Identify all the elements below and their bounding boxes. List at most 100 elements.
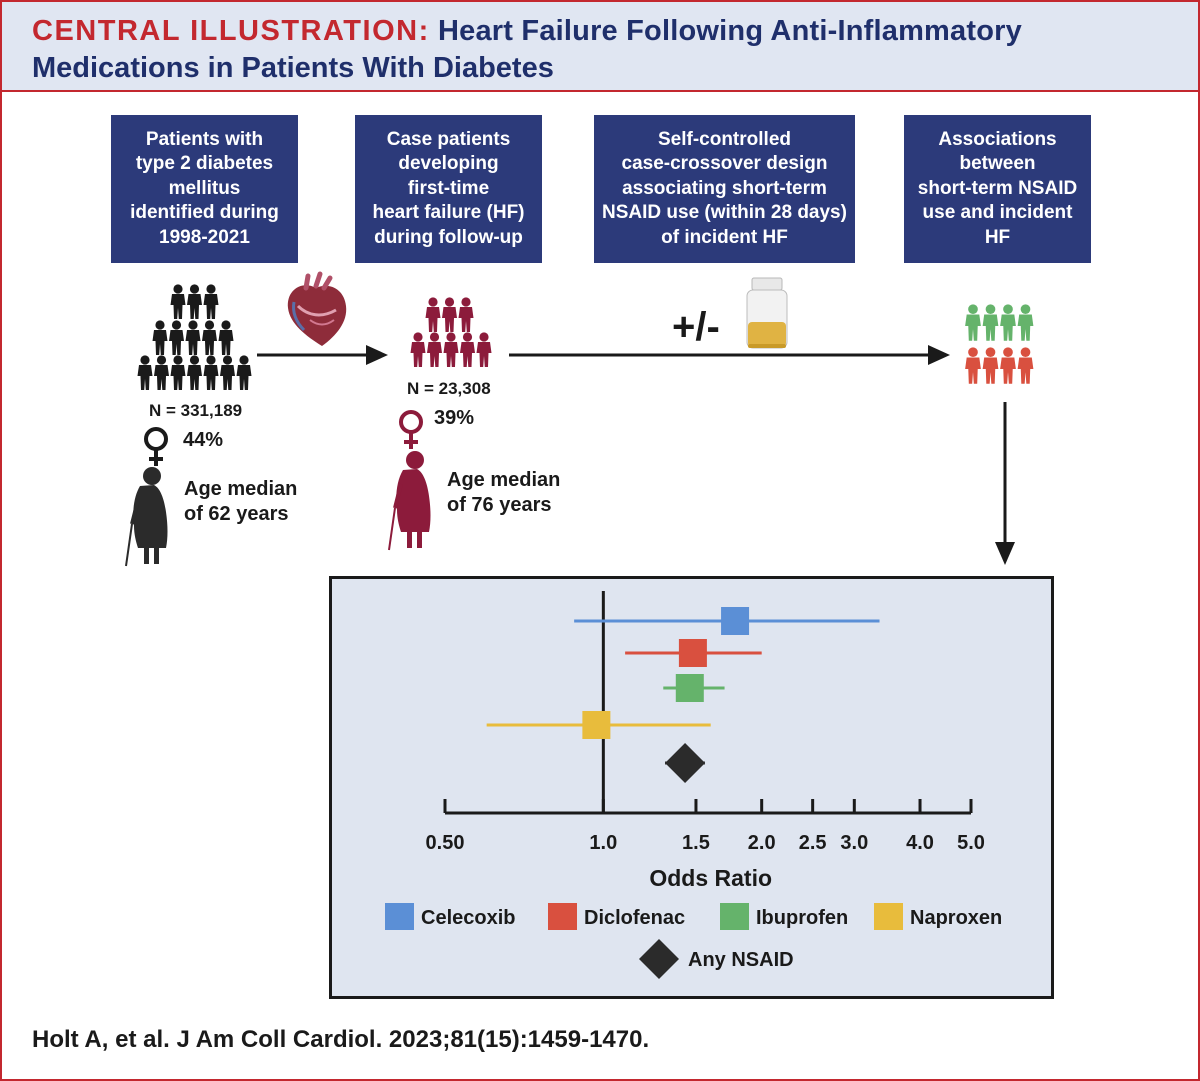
age-line: of 62 years: [184, 503, 289, 525]
step-line: developing: [398, 153, 499, 175]
estimate-marker-diclofenac: [678, 639, 707, 667]
person-icon: [169, 320, 184, 355]
title-line-1: CENTRAL ILLUSTRATION: Heart Failure Foll…: [32, 15, 1022, 48]
person-icon: [458, 297, 474, 332]
legend-label: Ibuprofen: [756, 907, 848, 929]
person-icon: [1017, 347, 1034, 384]
person-icon: [185, 320, 201, 355]
step-line: Case patients: [386, 128, 511, 150]
person-icon: [425, 297, 441, 332]
person-icon: [443, 332, 459, 367]
step-line: during follow-up: [374, 226, 523, 248]
person-icon: [1017, 304, 1034, 341]
person-icon: [442, 297, 457, 332]
exposure-plus-minus-label: +/-: [672, 305, 720, 349]
elderly-woman-icon: [388, 451, 431, 551]
cohort-people-icon: [137, 284, 252, 390]
step-line: use and incident: [922, 202, 1073, 224]
cases-female-percent: 39%: [434, 407, 475, 429]
legend-label: Any NSAID: [688, 949, 794, 971]
age-line: Age median: [184, 478, 298, 500]
age-line: of 76 years: [447, 494, 552, 516]
step-line: 1998-2021: [159, 226, 250, 248]
cohort-count: N = 331,189: [149, 401, 243, 420]
step-line: short-term NSAID: [917, 177, 1078, 199]
estimate-marker-any-nsaid: [665, 743, 706, 783]
step-line: first-time: [407, 177, 490, 199]
legend-label: Naproxen: [910, 907, 1002, 929]
person-icon: [187, 284, 202, 319]
person-icon: [203, 355, 219, 390]
step-line: identified during: [130, 202, 279, 224]
legend-swatch-ibuprofen: [720, 903, 749, 930]
person-icon: [218, 320, 234, 355]
person-icon: [1000, 304, 1016, 341]
person-icon: [187, 355, 202, 390]
elderly-woman-icon: [125, 467, 168, 567]
estimate-marker-naproxen: [582, 711, 611, 739]
title-text-1: Heart Failure Following Anti-Inflammator…: [438, 15, 1022, 47]
x-tick-label: 3.0: [840, 832, 868, 854]
person-icon: [152, 320, 168, 355]
female-symbol-icon: [399, 410, 423, 449]
cases-count: N = 23,308: [407, 379, 491, 398]
person-icon: [982, 304, 999, 341]
person-icon: [982, 347, 999, 384]
citation: Holt A, et al. J Am Coll Cardiol. 2023;8…: [32, 1026, 650, 1053]
legend-swatch-naproxen: [874, 903, 903, 930]
person-icon: [137, 355, 153, 390]
person-icon: [427, 332, 442, 367]
arrow-cases-to-associations: [509, 345, 950, 365]
person-icon: [965, 347, 981, 384]
arrow-down-to-forest: [995, 402, 1015, 565]
legend-swatch-celecoxib: [385, 903, 414, 930]
person-icon: [236, 355, 252, 390]
cohort-female-percent: 44%: [183, 429, 224, 451]
person-icon: [476, 332, 492, 367]
person-icon: [170, 284, 186, 319]
person-icon: [202, 320, 217, 355]
x-tick-label: 2.0: [748, 832, 776, 854]
estimate-marker-ibuprofen: [675, 674, 704, 702]
x-tick-label: 1.5: [682, 832, 710, 854]
heart-icon: [287, 271, 347, 346]
female-symbol-icon: [144, 427, 168, 466]
step-line: Self-controlled: [657, 128, 791, 150]
person-icon: [965, 304, 981, 341]
central-illustration-label: CENTRAL ILLUSTRATION:: [32, 15, 430, 47]
step-line: case-crossover design: [621, 153, 828, 175]
medicine-bottle-icon: [746, 277, 788, 349]
legend-label: Celecoxib: [421, 907, 515, 929]
step-line: Associations: [938, 128, 1057, 150]
step-line: NSAID use (within 28 days): [602, 202, 847, 224]
step-line: heart failure (HF): [372, 202, 525, 224]
legend-swatch-any-nsaid: [639, 939, 679, 979]
person-icon: [220, 355, 235, 390]
legend-swatch-diclofenac: [548, 903, 577, 930]
legend-label: Diclofenac: [584, 907, 685, 929]
step-line: associating short-term: [622, 177, 827, 199]
cohort-age-median: Age median of 62 years: [184, 477, 297, 527]
x-tick-label: 4.0: [906, 832, 934, 854]
cases-age-median: Age median of 76 years: [447, 468, 560, 518]
x-axis-label: Odds Ratio: [649, 865, 772, 891]
x-tick-label: 1.0: [589, 832, 617, 854]
person-icon: [1000, 347, 1016, 384]
age-line: Age median: [447, 469, 561, 491]
step-line: HF: [984, 226, 1011, 248]
cases-people-icon: [410, 297, 492, 367]
header-banner: CENTRAL ILLUSTRATION: Heart Failure Foll…: [2, 2, 1198, 92]
x-tick-label: 5.0: [957, 832, 985, 854]
estimate-marker-celecoxib: [721, 607, 750, 635]
step-line: between: [959, 153, 1036, 175]
arrow-cohort-to-cases: [257, 345, 388, 365]
step-line: type 2 diabetes: [135, 153, 274, 175]
person-icon: [170, 355, 186, 390]
